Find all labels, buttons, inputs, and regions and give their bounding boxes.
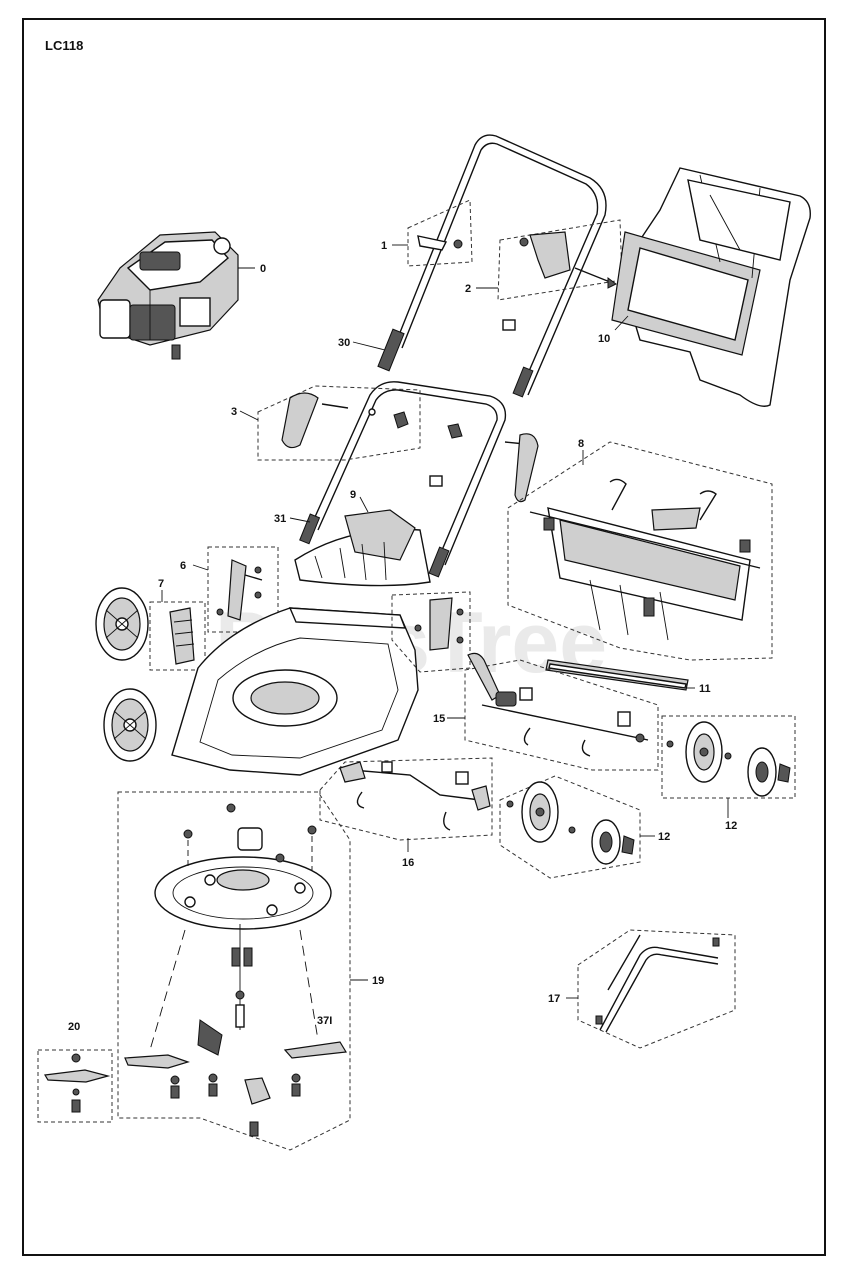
- callout-37[interactable]: 37I: [317, 1015, 332, 1027]
- blade-bolts: [149, 924, 319, 1051]
- diagram-frame: [22, 18, 826, 1256]
- model-code: LC118: [45, 38, 84, 53]
- blade-part-37[interactable]: [124, 1019, 347, 1137]
- cable-clip: [502, 319, 516, 331]
- mower-deck[interactable]: [171, 607, 419, 776]
- rear-skirt-part-11[interactable]: [545, 659, 689, 691]
- height-adjust-bracket-part-6[interactable]: [216, 559, 263, 621]
- callout-1[interactable]: 1: [381, 240, 387, 252]
- chute-deflector-part-9[interactable]: [294, 509, 431, 587]
- front-wheel-left-lower[interactable]: [103, 688, 157, 762]
- group-outline-17: [577, 929, 736, 1049]
- group-outline-rear-bracket: [391, 591, 471, 673]
- cable-bracket-part-2[interactable]: [519, 231, 617, 289]
- callout-9[interactable]: 9: [350, 489, 356, 501]
- front-axle-part-16[interactable]: [339, 761, 491, 831]
- rear-wheel-left-part-12[interactable]: [506, 781, 635, 865]
- group-outline-3: [257, 385, 421, 461]
- handle-knob-part-1[interactable]: [417, 235, 463, 251]
- callout-30[interactable]: 30: [338, 337, 350, 349]
- callout-6[interactable]: 6: [180, 560, 186, 572]
- group-outline-8: [507, 441, 773, 661]
- lower-handle-part-31[interactable]: [299, 381, 507, 578]
- height-rack-part-7[interactable]: [169, 607, 195, 665]
- group-outline-15: [464, 659, 659, 771]
- group-outline-12-left: [499, 775, 641, 879]
- callout-0[interactable]: 0: [260, 263, 266, 275]
- group-outline-19: [117, 791, 351, 1151]
- callout-8[interactable]: 8: [578, 438, 584, 450]
- callout-10[interactable]: 10: [598, 333, 610, 345]
- callout-12-right[interactable]: 12: [725, 820, 737, 832]
- callout-15[interactable]: 15: [433, 713, 445, 725]
- rear-axle-part-15[interactable]: [467, 652, 649, 757]
- cable-clip: [429, 475, 443, 487]
- callout-16[interactable]: 16: [402, 857, 414, 869]
- engine-part-0[interactable]: [97, 231, 239, 360]
- rear-height-bracket[interactable]: [414, 597, 464, 651]
- grass-bag-part-10[interactable]: [611, 167, 811, 407]
- upper-handle-part-30[interactable]: [377, 134, 607, 398]
- group-outline-16: [319, 757, 493, 841]
- mulch-lever-part-17[interactable]: [595, 934, 720, 1033]
- group-outline-20: [37, 1049, 113, 1123]
- handle-lever-part-3[interactable]: [281, 392, 539, 503]
- front-wheel-left[interactable]: [95, 587, 149, 661]
- callout-20[interactable]: 20: [68, 1021, 80, 1033]
- callout-2[interactable]: 2: [465, 283, 471, 295]
- rear-flap-part-8[interactable]: [529, 478, 761, 641]
- callout-7[interactable]: 7: [158, 578, 164, 590]
- callout-17[interactable]: 17: [548, 993, 560, 1005]
- rear-wheel-right-part-12[interactable]: [666, 721, 791, 797]
- callout-11[interactable]: 11: [699, 683, 711, 695]
- blade-part-20[interactable]: [44, 1053, 111, 1113]
- callout-31[interactable]: 31: [274, 513, 286, 525]
- callout-3[interactable]: 3: [231, 406, 237, 418]
- callout-19[interactable]: 19: [372, 975, 384, 987]
- blade-disc-part-19[interactable]: [154, 803, 332, 930]
- group-outline-1: [407, 199, 473, 267]
- callout-12-left[interactable]: 12: [658, 831, 670, 843]
